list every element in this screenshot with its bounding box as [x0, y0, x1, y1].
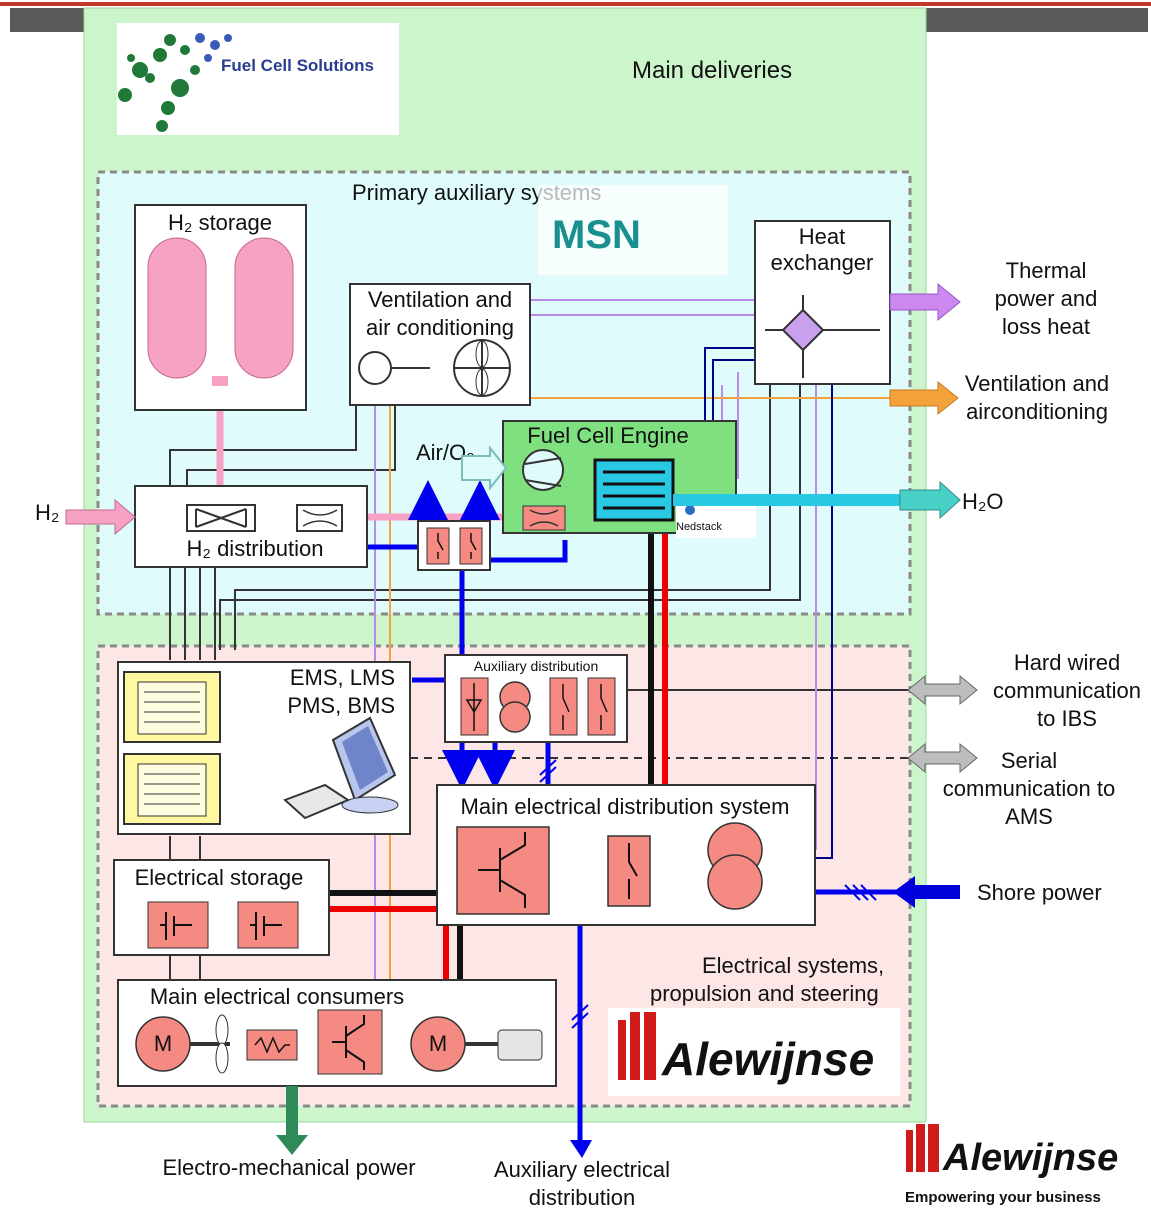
main-distribution-label: Main electrical distribution system: [461, 794, 790, 819]
svg-text:MSN: MSN: [552, 213, 641, 257]
shore-power-label: Shore power: [977, 880, 1102, 905]
plc-module-icon: [123, 671, 221, 743]
battery-icon-2: [237, 901, 299, 949]
ventilation-label-line1: Ventilation and: [368, 287, 512, 312]
main-consumers-label: Main electrical consumers: [150, 984, 404, 1009]
breaker-icon: [607, 835, 651, 907]
h2-valve-icon: [522, 505, 566, 531]
electrical-storage-label: Electrical storage: [135, 865, 304, 890]
fan-icon: [453, 339, 511, 397]
air-inlet-arrow: [461, 445, 508, 491]
aux-switch-box: [417, 520, 491, 571]
thermal-label-line2: power and: [995, 286, 1098, 311]
msn-logo: MSN: [538, 185, 728, 275]
aux-distribution-label: Auxiliary distribution: [474, 658, 599, 674]
svg-text:M: M: [429, 1031, 447, 1056]
regulator-icon: [296, 504, 343, 532]
electrical-storage-box: Electrical storage: [113, 859, 330, 956]
svg-text:M: M: [154, 1031, 172, 1056]
thermal-output-arrow: [889, 282, 961, 322]
h2o-arrowhead: [899, 480, 961, 520]
serial-arrow: [907, 742, 978, 774]
h2-input-label: H₂: [35, 500, 59, 525]
serial-label-line2: communication to: [943, 776, 1115, 801]
h2o-output-label: H₂O: [962, 489, 1004, 514]
ventilation-output-arrow: [889, 380, 959, 416]
h2-tank-left: [147, 237, 207, 379]
computer-icon: [283, 716, 399, 820]
company-name: Fuel Cell Solutions: [221, 56, 374, 75]
heat-exchanger-icon: [765, 295, 880, 378]
ems-label-line2: PMS, BMS: [287, 693, 395, 718]
hard-wired-label-line3: to IBS: [1037, 706, 1097, 731]
ventilation-label-line2: air conditioning: [366, 315, 514, 340]
ventilation-out-label-line2: airconditioning: [966, 399, 1108, 424]
thermal-label-line1: Thermal: [1006, 258, 1087, 283]
heat-exchanger-box: Heat exchanger: [754, 220, 891, 385]
shore-power-arrow: [893, 876, 960, 908]
h2-input-arrow: [65, 498, 136, 536]
propulsion-motor-icon: M: [135, 1014, 230, 1074]
aux-electrical-arrow: [570, 1140, 592, 1158]
electro-mechanical-arrow: [276, 1086, 308, 1155]
hard-wired-label-line1: Hard wired: [1014, 650, 1120, 675]
resistor-icon: [246, 1029, 298, 1061]
svg-text:Nedstack: Nedstack: [676, 521, 722, 533]
electrical-section-title-line1: Electrical systems,: [702, 953, 884, 978]
h2-storage-box: H₂ storage: [134, 204, 307, 411]
fuel-cell-solutions-logo: Fuel Cell Solutions: [117, 23, 399, 135]
battery-icon: [147, 901, 209, 949]
h2-storage-label: H₂ storage: [168, 210, 272, 235]
auxiliary-motor-icon: M: [410, 1016, 543, 1072]
alewijnse-logo-corner: Alewijnse Empowering your business: [905, 1124, 1118, 1206]
drive-converter-icon: [317, 1009, 383, 1075]
fuel-cell-engine-label: Fuel Cell Engine: [527, 423, 688, 448]
aux-electrical-label-line1: Auxiliary electrical: [494, 1157, 670, 1182]
nedstack-logo: Nedstack: [676, 500, 756, 538]
h2o-output-arrow: [673, 484, 960, 516]
fuel-cell-engine-box: Fuel Cell Engine Nedstack: [502, 420, 756, 538]
fuel-cell-stack-icon: [593, 458, 675, 522]
plc-module-icon-2: [123, 753, 221, 825]
svg-text:Alewijnse: Alewijnse: [661, 1033, 874, 1085]
valve-icon: [186, 504, 256, 532]
heat-exchanger-label-line2: exchanger: [771, 250, 874, 275]
electrical-section-title-line2: propulsion and steering: [650, 981, 879, 1006]
igbt-converter-icon: [456, 826, 550, 915]
pump-icon: [358, 351, 430, 385]
compressor-icon: [522, 449, 564, 491]
ventilation-box: Ventilation and air conditioning: [349, 283, 531, 406]
thermal-label-line3: loss heat: [1002, 314, 1090, 339]
alewijnse-logo-inner: Alewijnse: [608, 1008, 900, 1096]
svg-text:Alewijnse: Alewijnse: [942, 1137, 1118, 1179]
aux-electrical-label-line2: distribution: [529, 1185, 635, 1210]
serial-label-line1: Serial: [1001, 748, 1057, 773]
h2-distribution-box: H₂ distribution: [134, 485, 368, 568]
ems-box: EMS, LMS PMS, BMS: [117, 661, 411, 835]
main-deliveries-title: Main deliveries: [632, 57, 792, 84]
tagline: Empowering your business: [905, 1189, 1101, 1206]
ems-label-line1: EMS, LMS: [290, 665, 395, 690]
main-distribution-box: Main electrical distribution system: [436, 784, 816, 926]
electro-mechanical-label: Electro-mechanical power: [162, 1155, 415, 1180]
h2-distribution-label: H₂ distribution: [187, 536, 324, 561]
hard-wired-arrow: [907, 674, 978, 706]
auxiliary-distribution-box: Auxiliary distribution: [444, 654, 628, 743]
top-accent-line: [0, 2, 1151, 6]
transformer-icon-small: [499, 681, 531, 733]
main-consumers-box: Main electrical consumers M M: [117, 979, 557, 1087]
hard-wired-label-line2: communication: [993, 678, 1141, 703]
heat-exchanger-label-line1: Heat: [799, 224, 845, 249]
serial-label-line3: AMS: [1005, 804, 1053, 829]
h2-tank-right: [234, 237, 294, 379]
ventilation-out-label-line1: Ventilation and: [965, 371, 1109, 396]
transformer-icon: [707, 822, 763, 910]
